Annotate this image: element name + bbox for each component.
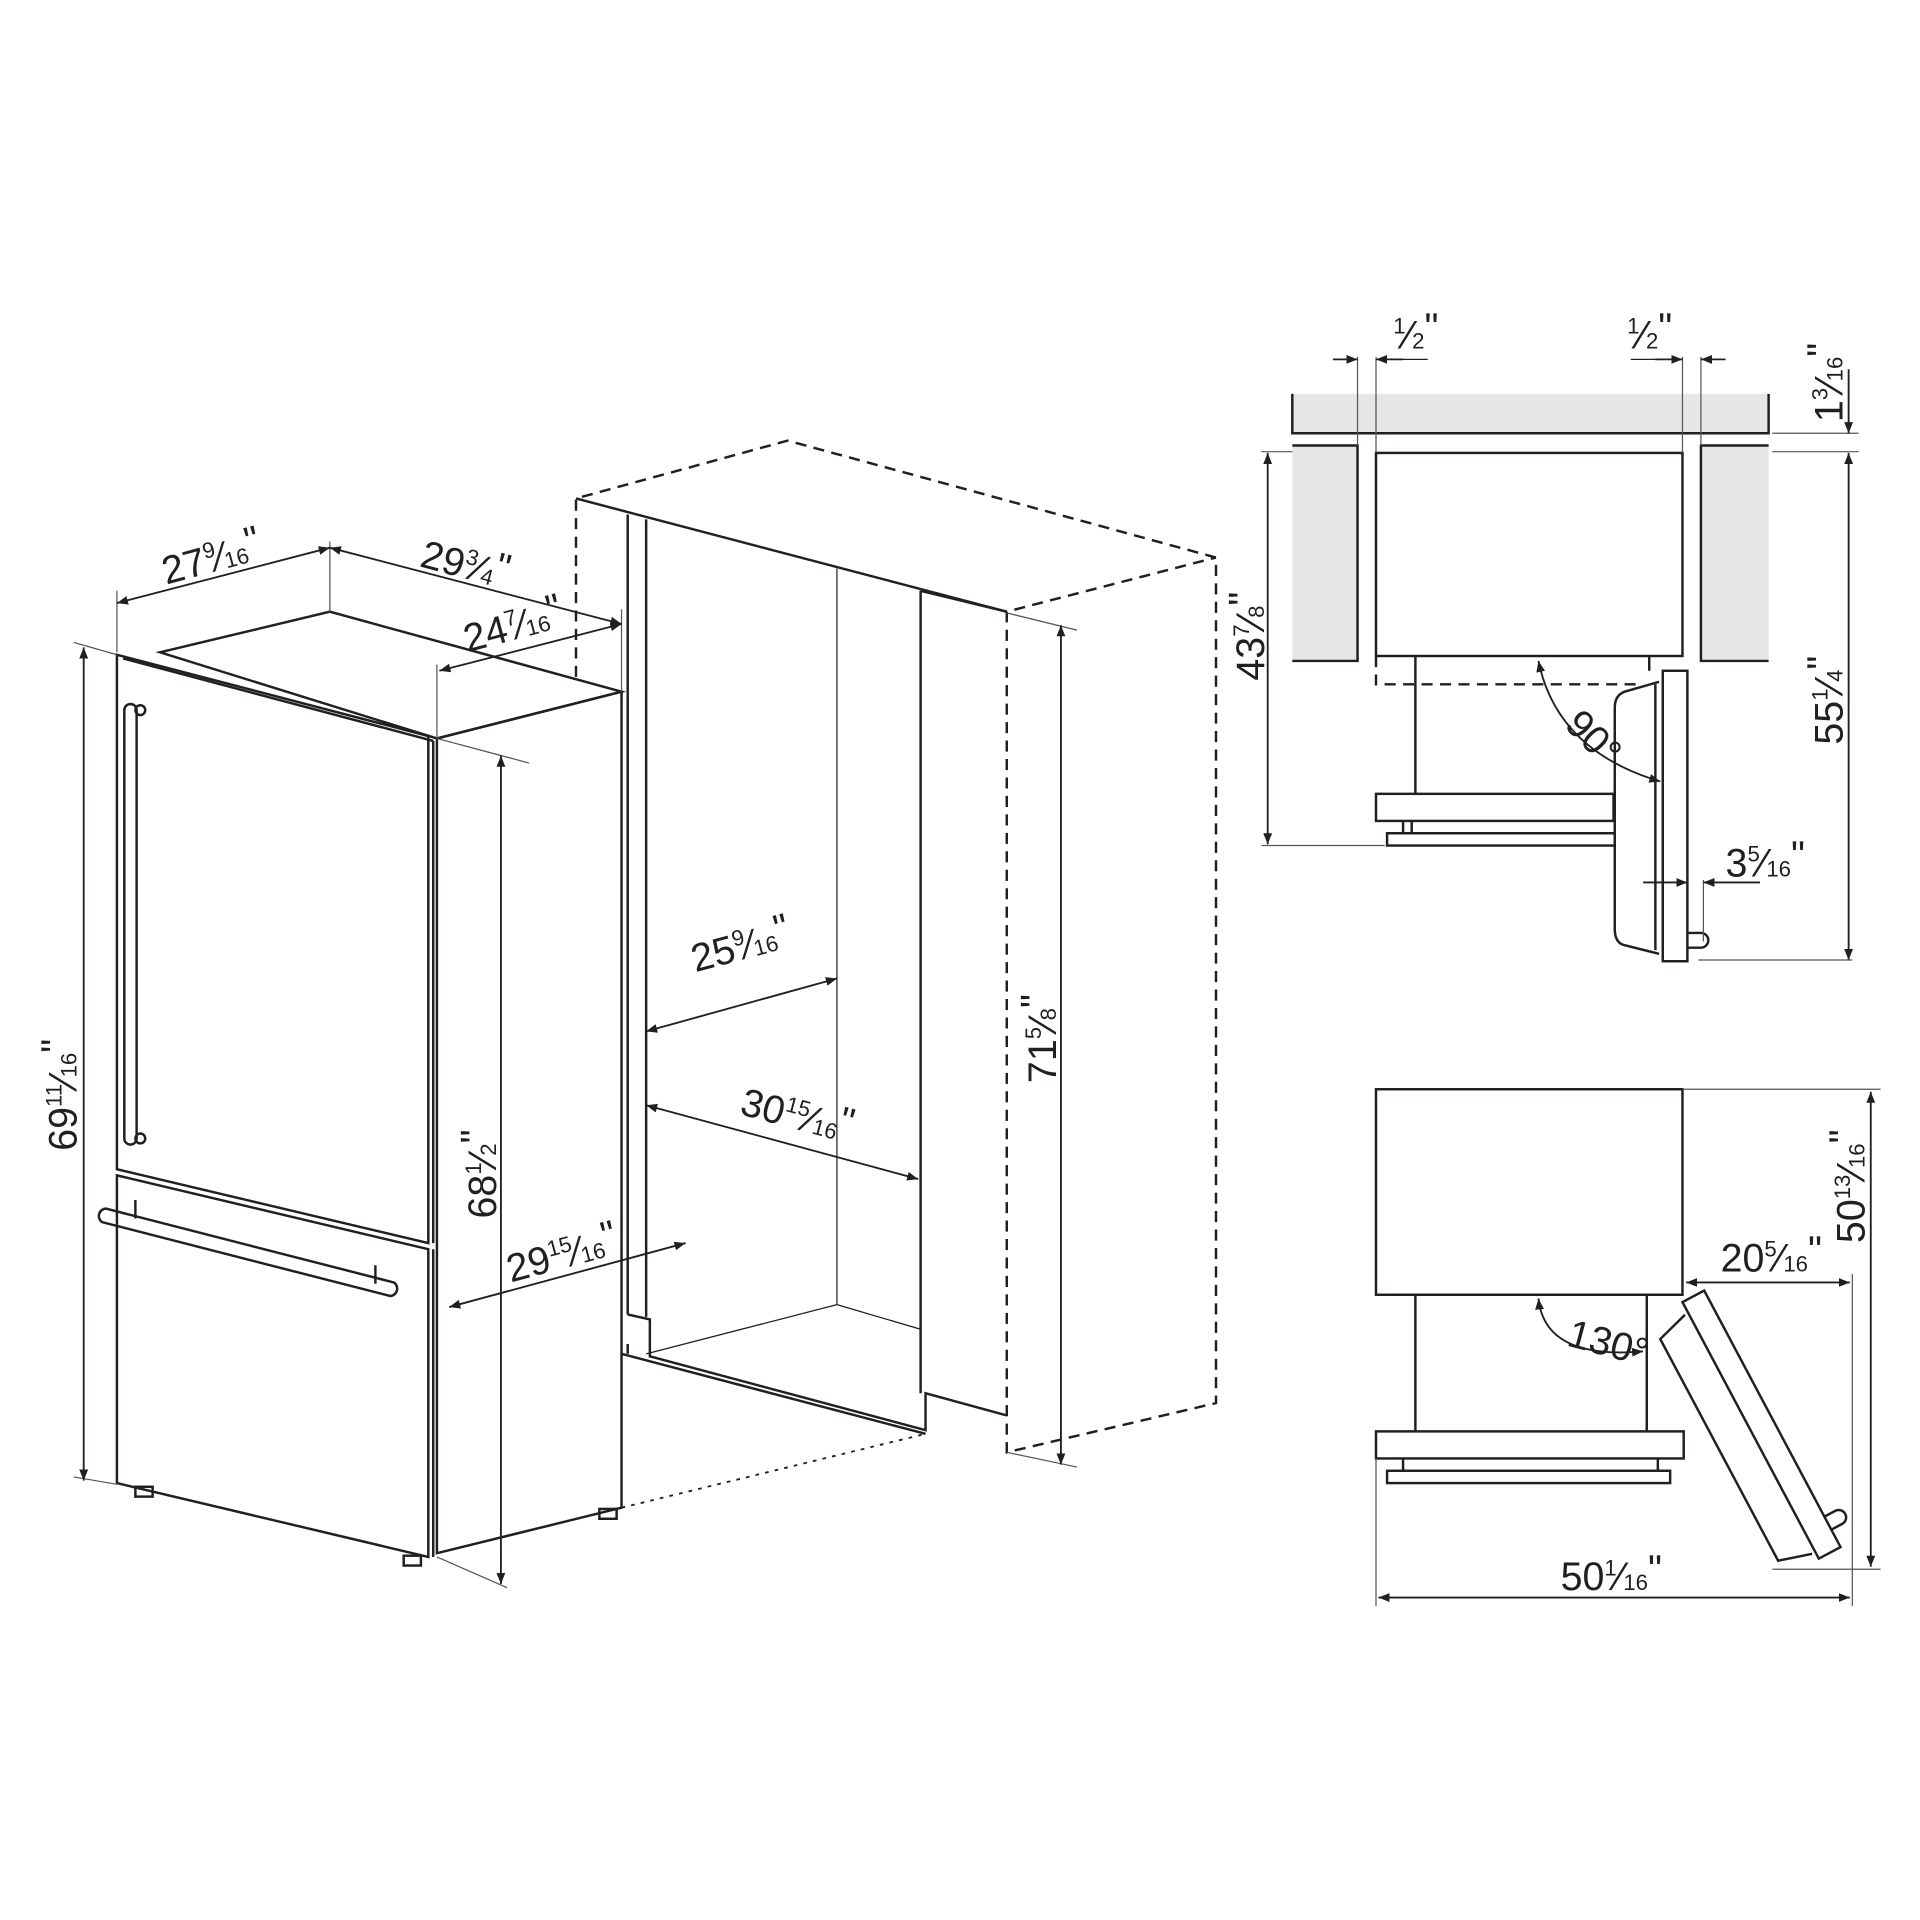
whole-number: 30 xyxy=(736,1080,790,1134)
unit: " xyxy=(1014,994,1058,1008)
dimension-label-appliance-depth-door: 2915⁄16" xyxy=(500,1212,623,1291)
dimension-label-cutout-width: 3015⁄16" xyxy=(736,1073,859,1152)
dimension-label-depth-door-open-90: 551⁄4" xyxy=(1800,656,1851,745)
dimension-labels: 279⁄16"293⁄4"247⁄16"6911⁄16"681⁄2"2915⁄1… xyxy=(34,306,1874,1599)
whole-number: 1 xyxy=(1807,400,1851,422)
numerator: 5 xyxy=(1747,842,1759,867)
appliance-side xyxy=(435,690,623,1555)
numerator: 5 xyxy=(1764,1237,1776,1262)
denominator: 16 xyxy=(1845,1143,1870,1168)
whole-number: 50 xyxy=(1561,1555,1605,1599)
dimension-label-cutout-height: 715⁄8" xyxy=(1014,994,1065,1083)
appliance-isometric xyxy=(97,610,627,1567)
denominator: 16 xyxy=(56,1053,81,1078)
dimension-label-depth-door-open-130: 5013⁄16" xyxy=(1822,1129,1873,1243)
unit: " xyxy=(1791,834,1805,878)
plan-view-130 xyxy=(1374,1088,1881,1607)
dimension-label-appliance-depth-overall: 293⁄4" xyxy=(416,525,515,598)
unit: " xyxy=(1808,1229,1822,1273)
dimension-label-appliance-width: 279⁄16" xyxy=(155,517,266,593)
unit: " xyxy=(1424,306,1438,350)
whole-number: 69 xyxy=(41,1107,85,1151)
dimension-label-appliance-height-overall: 6911⁄16" xyxy=(34,1039,85,1151)
denominator: 2 xyxy=(1412,328,1424,353)
denominator: 16 xyxy=(1783,1251,1808,1276)
numerator: 1 xyxy=(1627,314,1639,339)
angle-label-open-130: 130° xyxy=(1563,1311,1653,1375)
denominator: 16 xyxy=(1766,856,1791,881)
numerator: 1 xyxy=(1393,314,1405,339)
dimension-label-width-door-open-130: 501⁄16" xyxy=(1561,1548,1662,1599)
numerator: 11 xyxy=(42,1084,67,1107)
dimension-label-gap-left: 1⁄2" xyxy=(1393,306,1438,357)
plan-view-90 xyxy=(1261,354,1859,963)
dimension-label-handle-projection: 35⁄16" xyxy=(1726,834,1805,885)
numerator: 1 xyxy=(461,1162,486,1174)
denominator: 16 xyxy=(1822,357,1847,382)
angle-label-open-90: 90° xyxy=(1557,701,1630,774)
unit: " xyxy=(1800,343,1844,357)
cabinet-cutout xyxy=(574,439,1218,1509)
appliance-feet xyxy=(134,1485,618,1567)
denominator: 4 xyxy=(1822,670,1847,682)
unit: " xyxy=(1800,656,1844,670)
dimension-lines-iso xyxy=(73,541,1078,1589)
whole-number: 55 xyxy=(1807,701,1851,745)
denominator: 2 xyxy=(476,1143,501,1155)
unit: " xyxy=(1222,592,1266,606)
unit: " xyxy=(1648,1548,1662,1592)
whole-number: 43 xyxy=(1229,637,1273,681)
unit: " xyxy=(1658,306,1672,350)
numerator: 13 xyxy=(1830,1175,1855,1200)
door-handle xyxy=(123,702,147,1146)
unit: " xyxy=(1822,1129,1866,1143)
unit: " xyxy=(454,1129,498,1143)
dimension-label-gap-right: 1⁄2" xyxy=(1627,306,1672,357)
numerator: 1 xyxy=(1808,688,1833,700)
whole-number: 20 xyxy=(1721,1236,1765,1280)
denominator: 2 xyxy=(1646,328,1658,353)
denominator: 16 xyxy=(1623,1570,1648,1595)
dimension-label-cutout-depth: 259⁄16" xyxy=(684,905,795,981)
numerator: 3 xyxy=(1808,388,1833,400)
whole-number: 50 xyxy=(1830,1199,1874,1243)
freezer-drawer xyxy=(115,1173,430,1559)
whole-number: 68 xyxy=(461,1175,505,1219)
dimension-label-appliance-depth-body: 247⁄16" xyxy=(457,585,568,661)
whole-number: 29 xyxy=(416,532,470,586)
dimension-label-door-swing-side: 205⁄16" xyxy=(1721,1229,1822,1280)
fridge-door xyxy=(115,653,430,1245)
drawer-handle xyxy=(97,1200,399,1298)
dimension-label-depth-with-drawer: 437⁄8" xyxy=(1222,592,1273,681)
denominator: 8 xyxy=(1244,606,1269,618)
whole-number: 71 xyxy=(1021,1039,1065,1083)
unit: " xyxy=(34,1039,78,1053)
whole-number: 3 xyxy=(1726,841,1748,885)
numerator: 7 xyxy=(1229,624,1254,636)
angle-value: 130 xyxy=(1563,1311,1638,1371)
numerator: 5 xyxy=(1021,1027,1046,1039)
numerator: 9 xyxy=(199,537,217,564)
countertop-wall xyxy=(1292,393,1769,434)
dimension-label-appliance-height-body: 681⁄2" xyxy=(454,1129,505,1218)
denominator: 8 xyxy=(1036,1008,1061,1020)
numerator: 1 xyxy=(1604,1555,1616,1580)
dimension-label-top-clearance: 13⁄16" xyxy=(1800,343,1851,422)
